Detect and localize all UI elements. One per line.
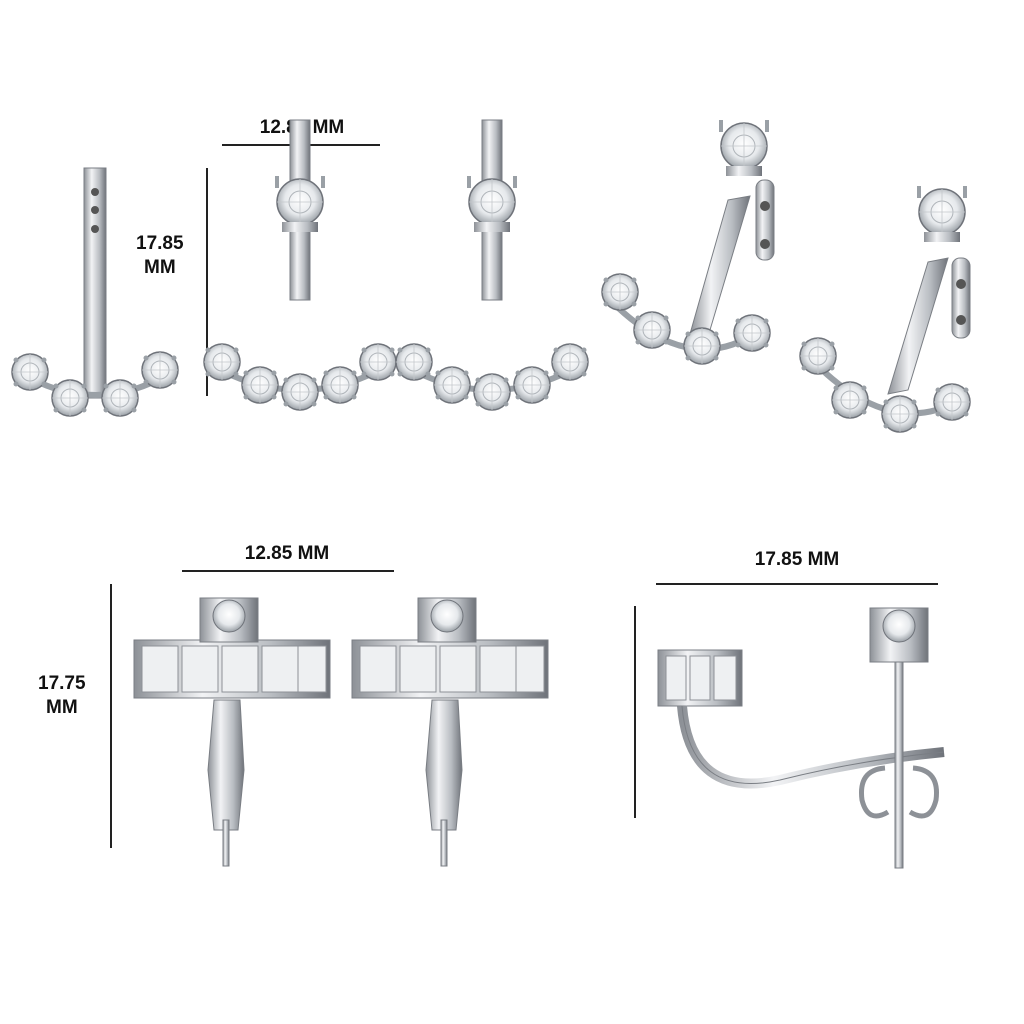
side-width-rule bbox=[656, 583, 938, 585]
jacket-back-view bbox=[11, 167, 179, 417]
jacket-top-view-left bbox=[133, 597, 331, 867]
bottom-height-rule bbox=[110, 584, 112, 848]
jacket-front-view-right bbox=[396, 120, 588, 410]
jacket-side-view bbox=[657, 607, 945, 869]
bottom-width-rule bbox=[182, 570, 394, 572]
bottom-height-unit: MM bbox=[46, 696, 78, 718]
top-height-unit: MM bbox=[144, 256, 176, 278]
top-height-value: 17.85 bbox=[136, 233, 184, 254]
bottom-width-label: 12.85 MM bbox=[244, 543, 330, 564]
jacket-perspective-right bbox=[799, 185, 971, 433]
side-width-label: 17.85 MM bbox=[754, 549, 840, 570]
top-height-label: 17.85 MM bbox=[136, 232, 184, 280]
bottom-height-value: 17.75 bbox=[38, 673, 86, 694]
jacket-perspective-left bbox=[601, 119, 775, 365]
top-height-rule bbox=[206, 168, 208, 396]
bottom-height-label: 17.75 MM bbox=[38, 672, 86, 720]
jacket-top-view-right bbox=[351, 597, 549, 867]
side-height-rule bbox=[634, 606, 636, 818]
jacket-front-view-left bbox=[204, 120, 396, 410]
